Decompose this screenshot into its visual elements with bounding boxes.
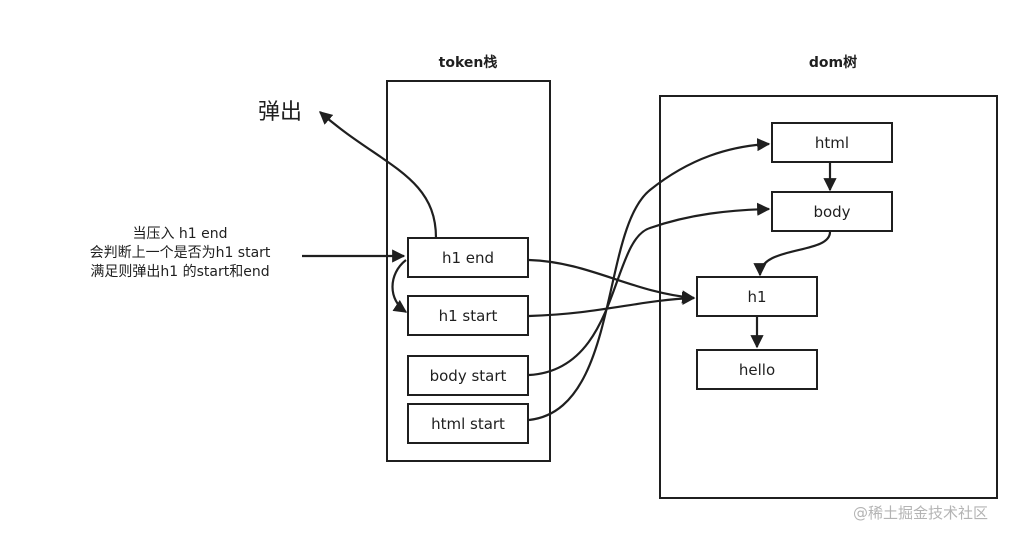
dom-tree-title: dom树 (808, 55, 858, 71)
dom-node-body: body (771, 191, 893, 232)
stack-item-body-start: body start (407, 355, 529, 396)
edge-bodystart-body (528, 202, 771, 377)
stack-item-html-start: html start (407, 403, 529, 444)
dom-node-h1: h1 (696, 276, 818, 317)
watermark: @稀土掘金技术社区 (853, 504, 989, 522)
edge-h1end-h1 (528, 258, 696, 304)
stack-item-h1-start: h1 start (407, 295, 529, 336)
pop-arrow (319, 111, 438, 239)
h1-pair-link (391, 259, 408, 313)
note-line-3: 满足则弹出h1 的start和end (90, 264, 270, 280)
stack-item-h1-end: h1 end (407, 237, 529, 278)
token-stack-title: token栈 (438, 55, 498, 71)
dom-node-html: html (771, 122, 893, 163)
pop-label: 弹出 (258, 100, 303, 125)
edge-h1start-h1 (528, 291, 696, 318)
edge-htmlstart-html (528, 138, 771, 422)
note-line-2: 会判断上一个是否为h1 start (89, 245, 271, 261)
note-text: 当压入 h1 end 会判断上一个是否为h1 start 满足则弹出h1 的st… (60, 225, 300, 282)
note-line-1: 当压入 h1 end (132, 226, 228, 242)
dom-tree-container (659, 95, 998, 499)
dom-node-hello: hello (696, 349, 818, 390)
token-stack-container (386, 80, 551, 462)
tree-body-h1 (753, 231, 832, 277)
